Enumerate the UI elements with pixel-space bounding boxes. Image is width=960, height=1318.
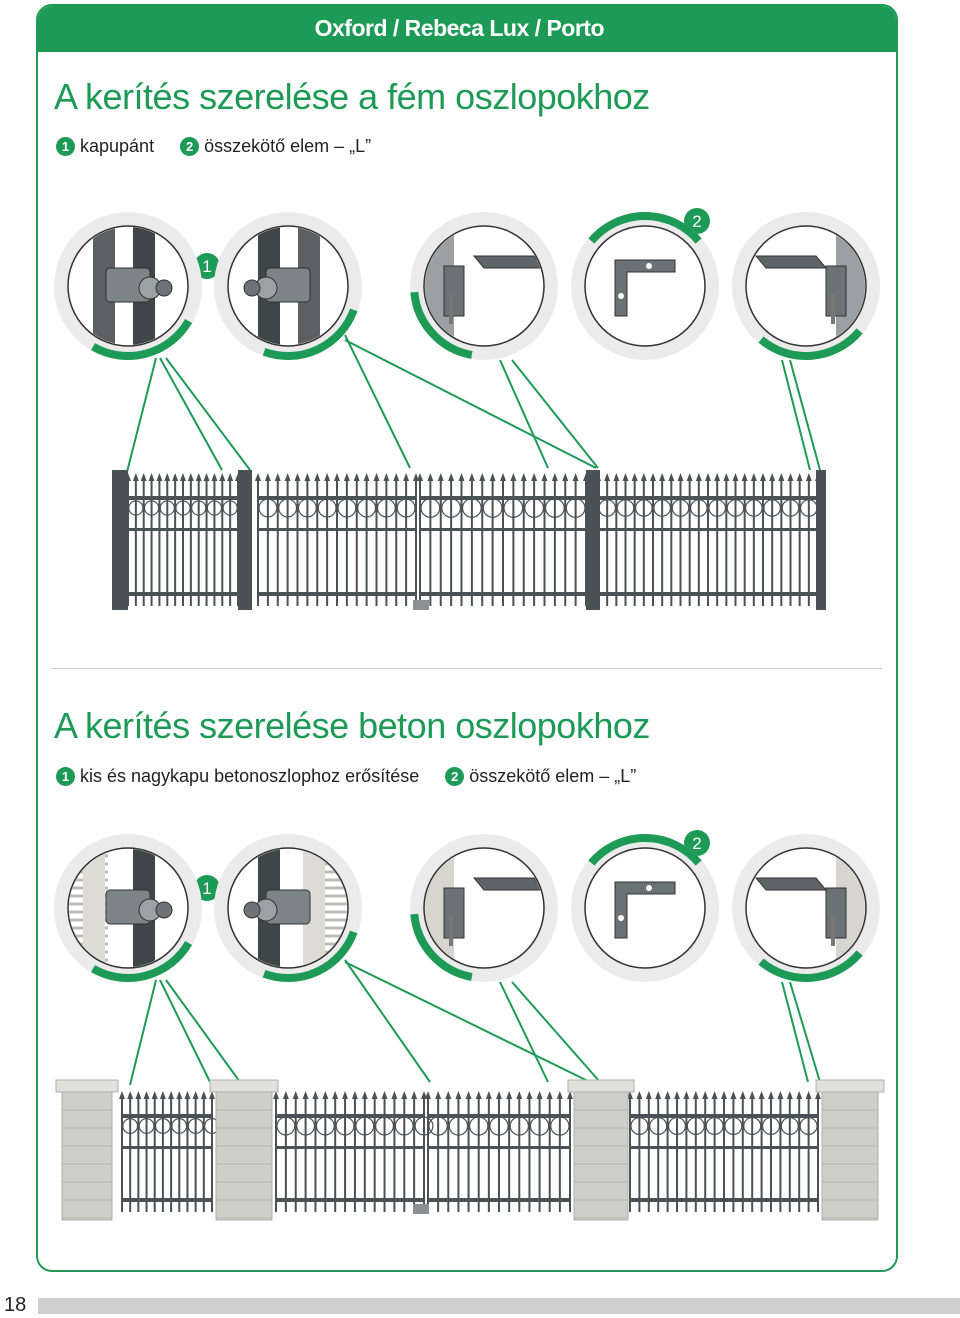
highlight-arc	[262, 930, 358, 982]
pointer-line	[344, 334, 411, 469]
bracket-r-detail-circle	[732, 212, 880, 360]
corner-detail-circle	[571, 212, 719, 360]
pointer-line	[511, 359, 599, 469]
pointer-line	[129, 979, 157, 1086]
pointer-line	[781, 359, 811, 471]
legend-label: összekötő elem – „L”	[204, 136, 372, 156]
callout-number: 2	[692, 834, 701, 853]
metal-post	[586, 470, 600, 610]
section2-title: A kerítés szerelése beton oszlopokhoz	[54, 705, 650, 746]
fence-panel	[125, 473, 241, 606]
highlight-arc	[262, 308, 358, 360]
callout-badge	[684, 208, 710, 234]
pointer-line	[165, 979, 241, 1083]
pointer-line	[344, 959, 431, 1083]
callout-number: 1	[202, 879, 211, 898]
fence-panel	[425, 1091, 573, 1212]
gate-latch	[413, 600, 429, 610]
bracket-l-detail-circle	[410, 834, 558, 982]
callout-badge	[684, 830, 710, 856]
callout-number: 2	[692, 212, 701, 231]
fence-panel	[255, 473, 419, 606]
bracket-r-detail-circle	[732, 834, 880, 982]
highlight-arc	[758, 950, 863, 982]
bracket-l-detail-circle	[410, 212, 558, 360]
stone-pillar	[815, 1079, 885, 1221]
fence-panel	[627, 1091, 821, 1212]
legend-number: 2	[180, 137, 200, 156]
page-number: 18	[4, 1294, 27, 1316]
legend-label: összekötő elem – „L”	[469, 766, 637, 786]
highlight-arc	[410, 913, 473, 981]
highlight-arc	[588, 834, 702, 866]
pointer-line	[499, 981, 549, 1083]
metal-post	[238, 470, 252, 610]
fence-panel	[119, 1091, 220, 1212]
hinge-l-detail-circle	[54, 834, 202, 982]
hinge-r-detail-circle	[214, 212, 362, 360]
legend-label: kapupánt	[80, 136, 155, 156]
callout-number: 1	[202, 257, 211, 276]
legend-label: kis és nagykapu betonoszlophoz erősítése	[80, 766, 420, 786]
highlight-arc	[91, 318, 193, 360]
page-frame: Oxford / Rebeca Lux / Porto	[36, 4, 898, 1272]
section1-legend: 1 kapupánt 2 összekötő elem – „L”	[56, 136, 371, 157]
highlight-arc	[758, 328, 863, 360]
pointer-line	[126, 357, 157, 473]
footer-bar	[38, 1298, 960, 1314]
pointer-line	[789, 981, 821, 1083]
pointer-line	[344, 961, 591, 1083]
hinge-r-detail-circle	[214, 834, 362, 982]
pointer-line	[499, 359, 549, 469]
highlight-arc	[410, 291, 473, 359]
hinge-l-detail-circle	[54, 212, 202, 360]
pointer-line	[159, 357, 223, 471]
corner-detail-circle	[571, 834, 719, 982]
stone-pillar	[55, 1079, 119, 1221]
header-title: Oxford / Rebeca Lux / Porto	[314, 15, 605, 41]
pointer-line	[789, 359, 821, 471]
stone-pillar	[567, 1079, 635, 1221]
fence-panel	[273, 1091, 434, 1212]
pointer-line	[781, 981, 809, 1083]
section1-title: A kerítés szerelése a fém oszlopokhoz	[54, 76, 650, 117]
gate-latch	[413, 1204, 429, 1214]
pointer-line	[511, 981, 601, 1083]
stone-pillar	[209, 1079, 279, 1221]
highlight-arc	[588, 212, 702, 244]
metal-post	[816, 470, 826, 610]
header-bar: Oxford / Rebeca Lux / Porto	[38, 6, 896, 52]
pointer-line	[344, 339, 597, 469]
section-divider	[52, 668, 882, 669]
fence-panel	[417, 473, 589, 606]
highlight-arc	[91, 940, 193, 982]
fence-panel	[595, 473, 821, 606]
legend-number: 1	[56, 137, 75, 156]
pointer-line	[165, 357, 251, 471]
section2-legend: 1 kis és nagykapu betonoszlophoz erősíté…	[56, 766, 636, 787]
metal-post	[112, 470, 128, 610]
legend-number: 2	[445, 767, 465, 786]
pointer-line	[159, 979, 211, 1083]
legend-number: 1	[56, 767, 75, 786]
